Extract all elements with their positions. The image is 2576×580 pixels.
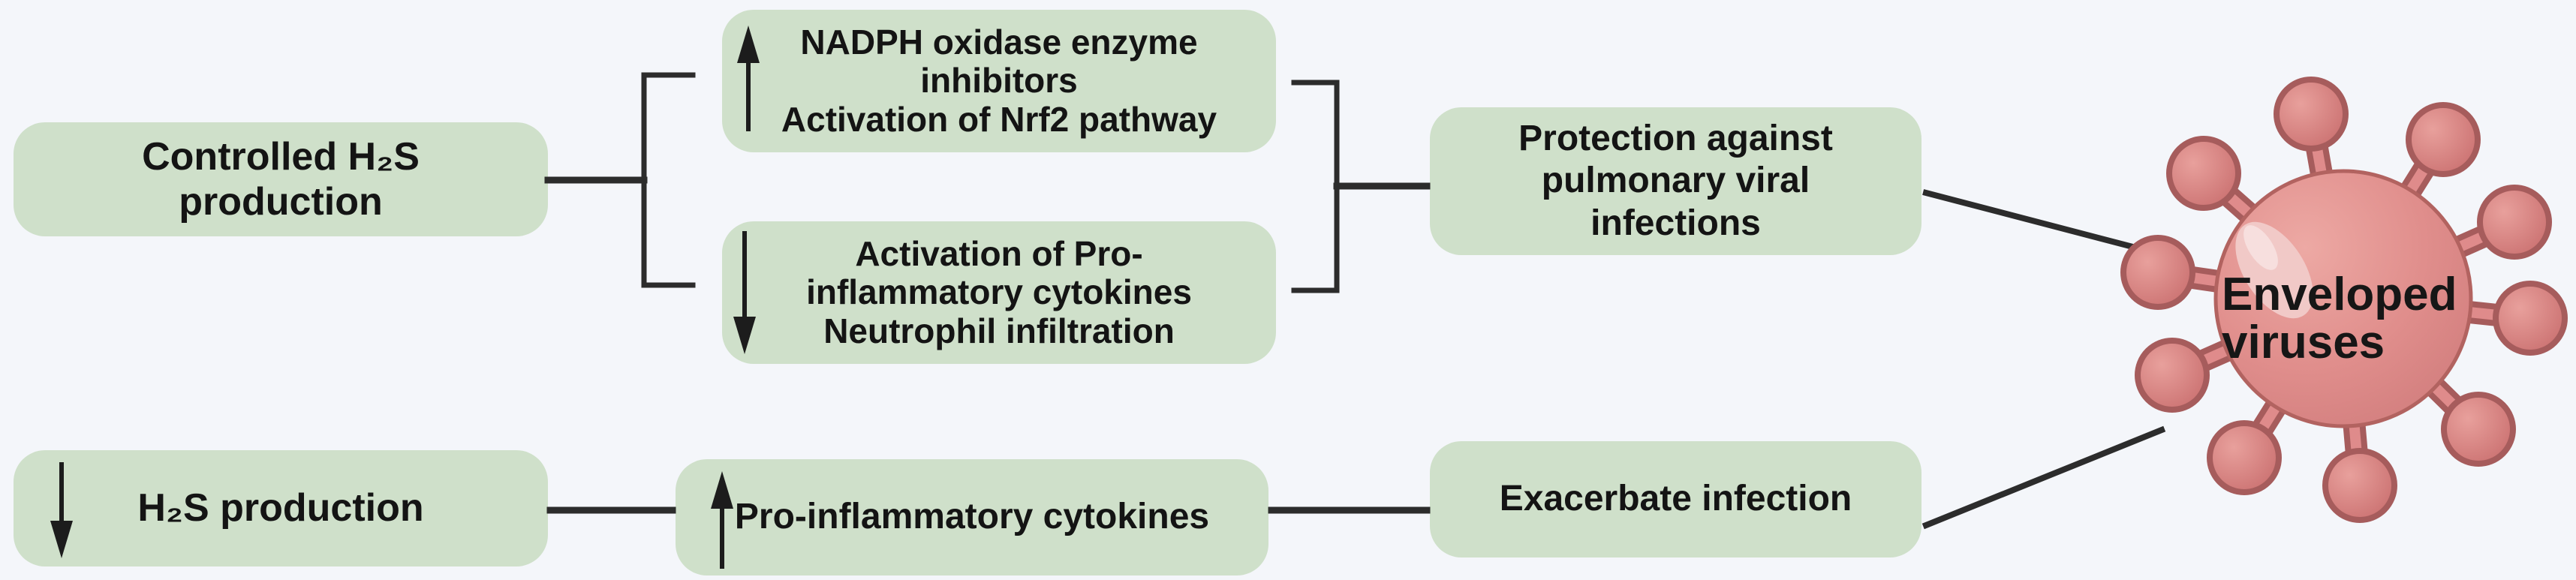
box-protection-pulmonary-infections: Protection against pulmonary viral infec… bbox=[1430, 107, 1921, 255]
connector-exacerbate-to-virus bbox=[1921, 425, 2166, 530]
box-controlled-h2s-production: Controlled H₂S production bbox=[14, 122, 548, 236]
box-text-line: H₂S production bbox=[137, 485, 424, 530]
box-text: Protection against pulmonary viral infec… bbox=[1430, 118, 1921, 245]
box-text-line: pulmonary viral bbox=[1541, 161, 1810, 201]
box-text: Exacerbate infection bbox=[1430, 479, 1921, 519]
box-text: Activation of Pro- inflammatory cytokine… bbox=[722, 233, 1276, 351]
box-text-line: Pro-inflammatory cytokines bbox=[734, 497, 1210, 537]
virus-spike bbox=[2406, 102, 2481, 177]
box-h2s-production-reduced: H₂S production bbox=[14, 450, 548, 566]
box-text-line: Exacerbate infection bbox=[1499, 479, 1852, 519]
box-pro-inflammatory-cytokines: Pro-inflammatory cytokines bbox=[676, 459, 1268, 575]
box-text: NADPH oxidase enzyme inhibitors Activati… bbox=[722, 23, 1276, 140]
box-text-line: Controlled H₂S bbox=[142, 134, 420, 179]
virus-label-line: viruses bbox=[2222, 317, 2385, 368]
virus-spike bbox=[2120, 235, 2195, 310]
virus-body bbox=[2213, 169, 2473, 428]
virus-spike bbox=[2207, 420, 2282, 495]
left-bracket bbox=[641, 72, 696, 288]
box-nadph-oxidase-inhibitors: NADPH oxidase enzyme inhibitors Activati… bbox=[722, 10, 1276, 152]
box-text: Controlled H₂S production bbox=[14, 134, 548, 225]
box-text-line: inhibitors bbox=[920, 61, 1078, 101]
box-exacerbate-infection: Exacerbate infection bbox=[1430, 441, 1921, 557]
box-text: Pro-inflammatory cytokines bbox=[676, 497, 1268, 537]
virus-label-line: Enveloped bbox=[2222, 269, 2457, 320]
virus-spike bbox=[2441, 392, 2516, 467]
virus-spike bbox=[2477, 185, 2552, 260]
connector-protection-to-virus bbox=[1922, 189, 2162, 257]
virus-spikes bbox=[2120, 77, 2568, 523]
virus-spike bbox=[2166, 136, 2241, 211]
box-text-line: NADPH oxidase enzyme bbox=[800, 22, 1198, 62]
box-text-line: Neutrophil infiltration bbox=[823, 311, 1175, 350]
box-text-line: production bbox=[179, 180, 383, 224]
box-text-line: inflammatory cytokines bbox=[806, 272, 1192, 312]
box-text-line: infections bbox=[1590, 203, 1761, 243]
box-text-line: Protection against bbox=[1518, 118, 1833, 158]
virus-illustration: Enveloped viruses bbox=[2120, 77, 2568, 523]
right-bracket bbox=[1291, 80, 1340, 293]
virus-spike bbox=[2322, 448, 2397, 523]
virus-spike bbox=[2274, 77, 2349, 152]
virus-highlight bbox=[2243, 225, 2278, 270]
virus-spike bbox=[2135, 338, 2210, 413]
box-text-line: Activation of Nrf2 pathway bbox=[781, 99, 1217, 139]
box-text: H₂S production bbox=[137, 485, 424, 530]
virus-highlight bbox=[2235, 221, 2313, 319]
virus-spike bbox=[2493, 281, 2568, 356]
box-text-line: Activation of Pro- bbox=[855, 233, 1143, 273]
box-pro-inflammatory-activation: Activation of Pro- inflammatory cytokine… bbox=[722, 221, 1276, 364]
